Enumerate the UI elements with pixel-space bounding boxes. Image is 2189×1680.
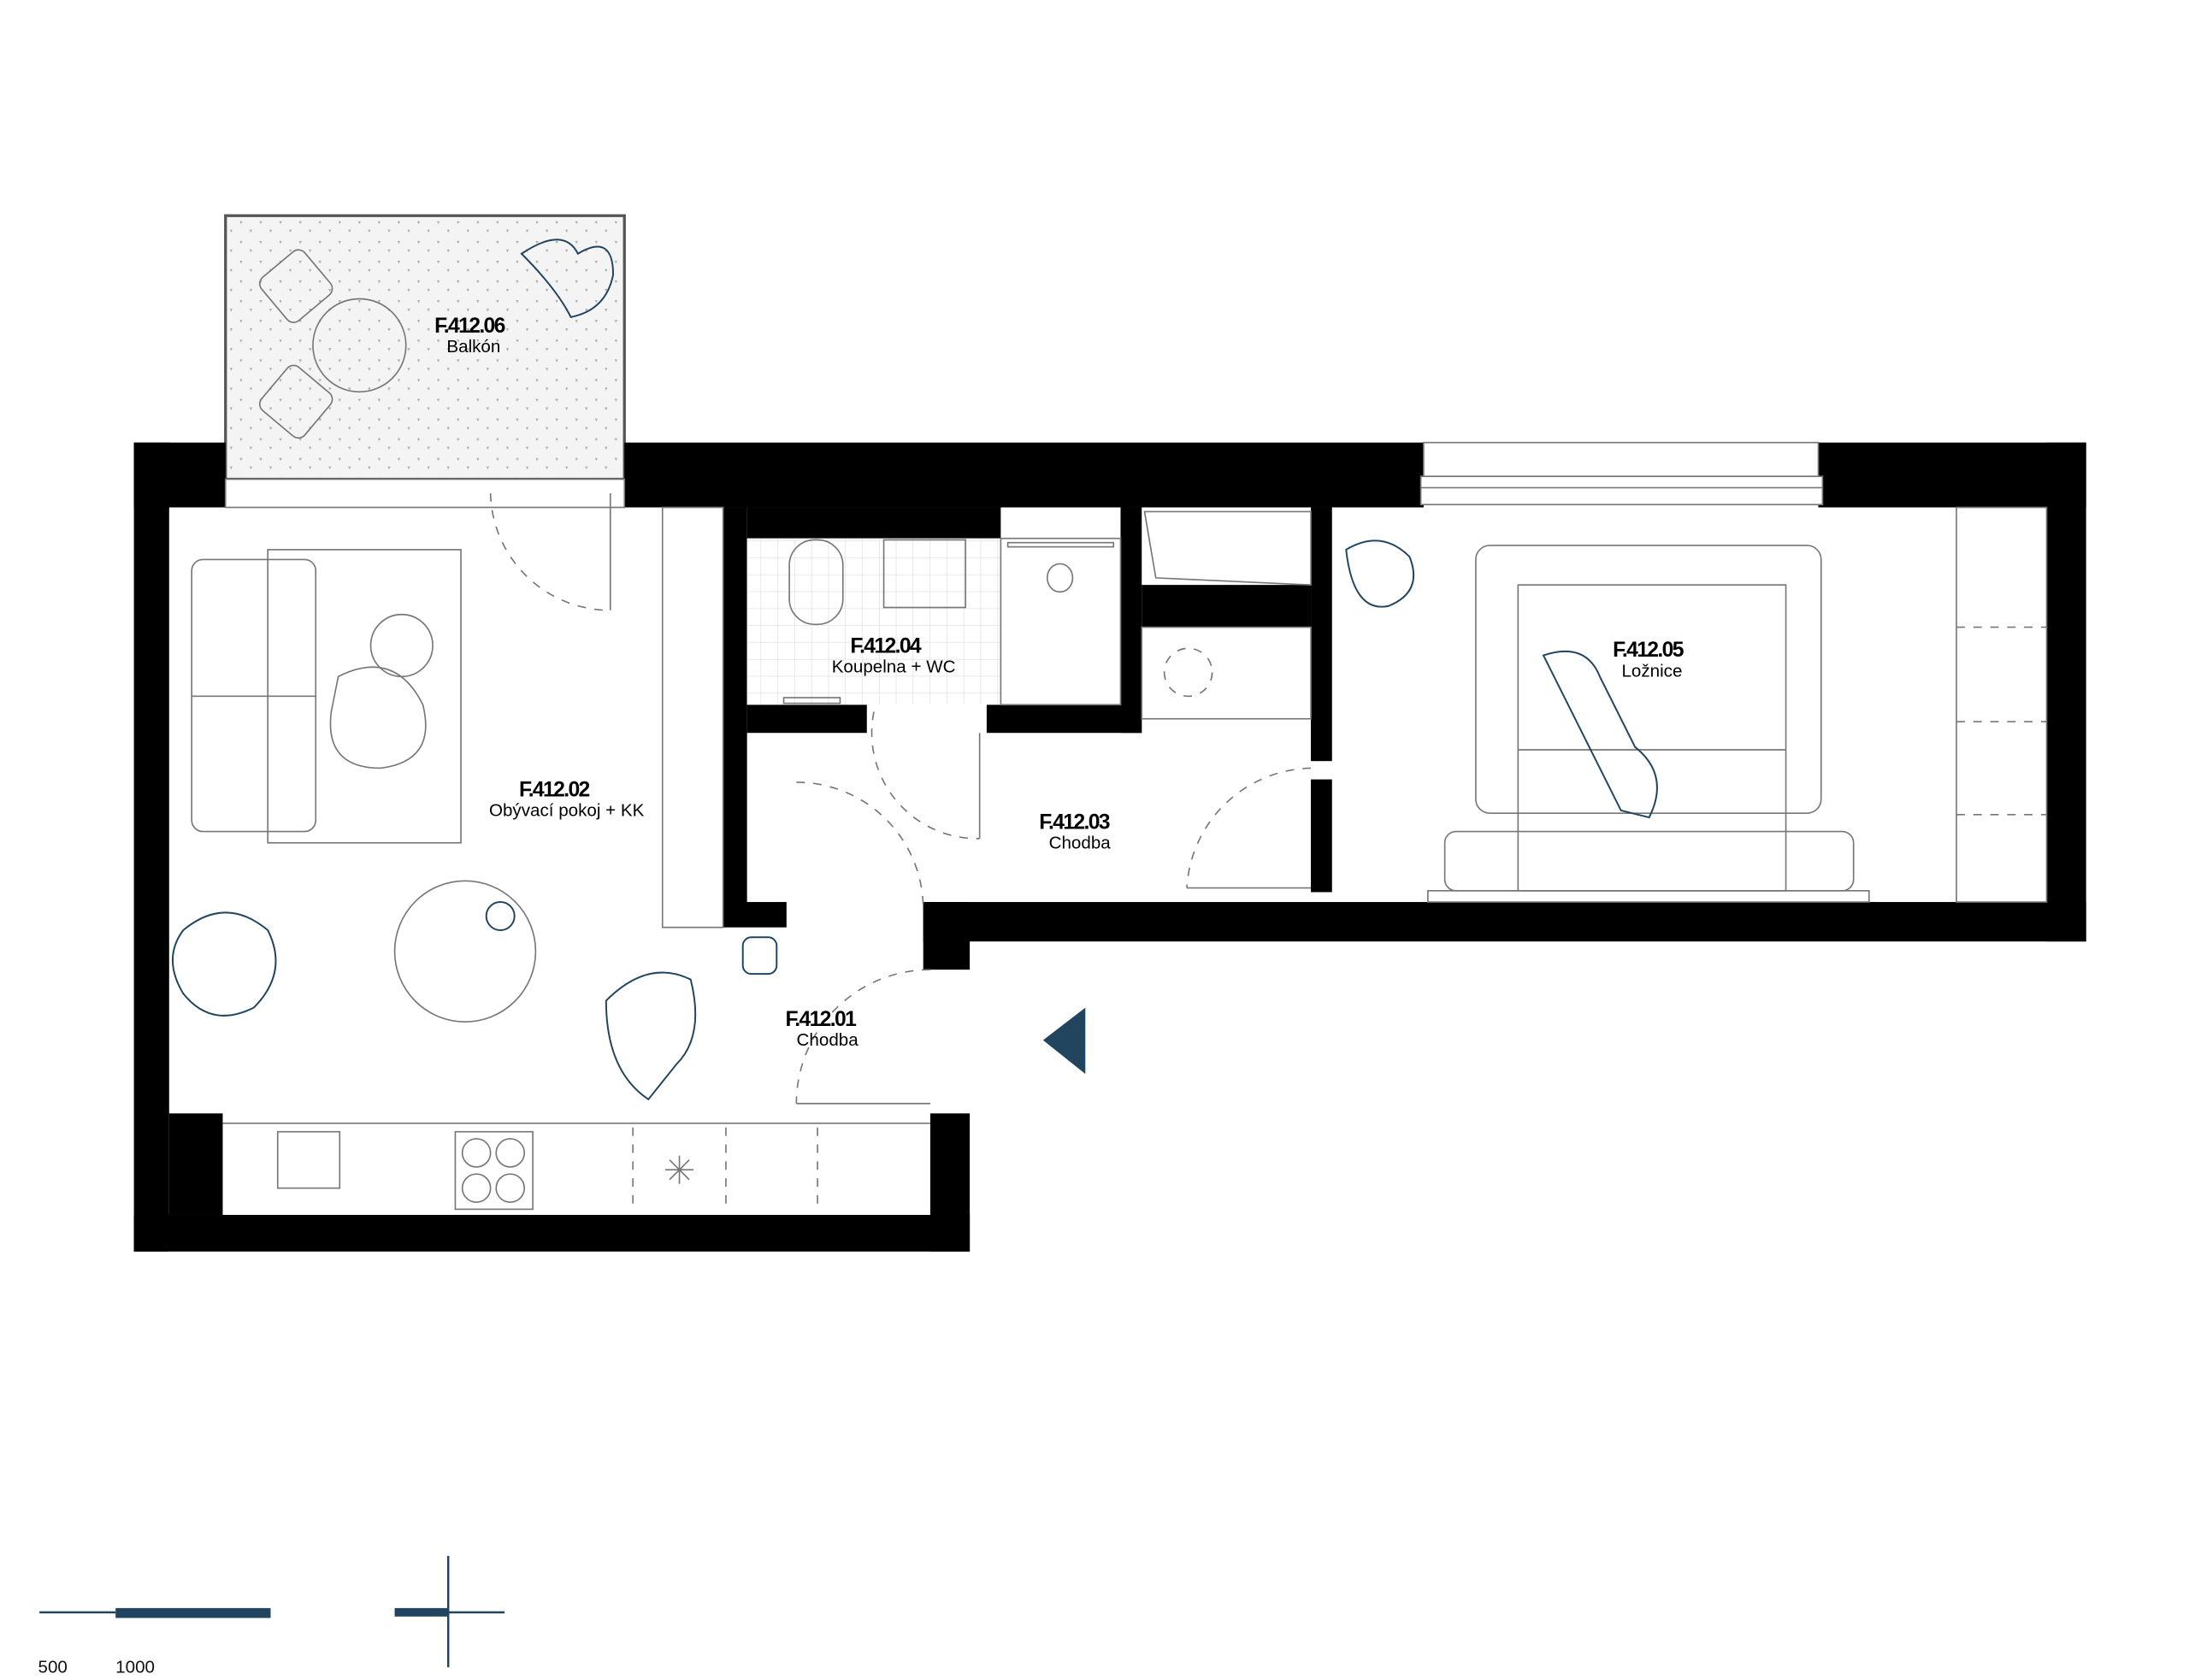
room-name: Chodba bbox=[1049, 833, 1112, 852]
living-furniture bbox=[171, 506, 778, 1101]
room-label-balcony: F.412.06 Balkón bbox=[434, 315, 506, 357]
room-code: F.412.06 bbox=[434, 315, 505, 338]
plant-icon bbox=[520, 239, 615, 319]
balcony bbox=[224, 214, 626, 481]
sink-icon bbox=[276, 1130, 341, 1189]
wardrobe bbox=[661, 506, 724, 928]
room-name: Chodba bbox=[797, 1030, 859, 1050]
bathroom-fixtures bbox=[746, 537, 1122, 706]
room-name: Ložnice bbox=[1621, 661, 1682, 681]
north-cross-icon bbox=[394, 1555, 505, 1668]
plant-icon bbox=[1345, 539, 1414, 608]
washer-icon bbox=[1163, 647, 1213, 698]
dining-table bbox=[393, 880, 537, 1023]
person-icon bbox=[605, 971, 697, 1101]
room-label-entry: F.412.01 Chodba bbox=[786, 1008, 859, 1050]
walls bbox=[133, 442, 2086, 1252]
room-label-hall: F.412.03 Chodba bbox=[1039, 811, 1111, 852]
scale-label-1000: 1000 bbox=[115, 1658, 155, 1677]
windows bbox=[224, 441, 1824, 509]
plant-icon bbox=[171, 911, 277, 1017]
sink-icon bbox=[882, 539, 966, 609]
entrance-arrow-icon bbox=[1042, 1007, 1086, 1075]
toilet-icon bbox=[788, 539, 844, 626]
doors bbox=[489, 492, 1312, 1105]
room-name: Obývací pokoj + KK bbox=[489, 800, 645, 820]
room-code: F.412.04 bbox=[850, 634, 922, 657]
room-name: Balkón bbox=[446, 337, 500, 357]
scale-label-500: 500 bbox=[38, 1658, 68, 1677]
room-code: F.412.03 bbox=[1039, 811, 1110, 834]
room-label-living: F.412.02 Obývací pokoj + KK bbox=[489, 778, 645, 820]
room-label-bathroom: F.412.04 Koupelna + WC bbox=[832, 634, 956, 676]
room-code: F.412.02 bbox=[519, 778, 590, 801]
cooktop-icon bbox=[454, 1130, 534, 1211]
scale-bar: 500 1000 bbox=[38, 1607, 271, 1677]
closet bbox=[1956, 506, 2048, 903]
bed bbox=[1517, 584, 1787, 892]
bedroom-furniture bbox=[1345, 506, 2048, 903]
person-icon bbox=[1542, 650, 1658, 819]
room-code: F.412.01 bbox=[786, 1008, 858, 1031]
room-code: F.412.05 bbox=[1613, 639, 1685, 662]
room-label-bedroom: F.412.05 Ložnice bbox=[1613, 639, 1685, 681]
kitchen bbox=[222, 1123, 930, 1212]
room-name: Koupelna + WC bbox=[832, 657, 956, 676]
